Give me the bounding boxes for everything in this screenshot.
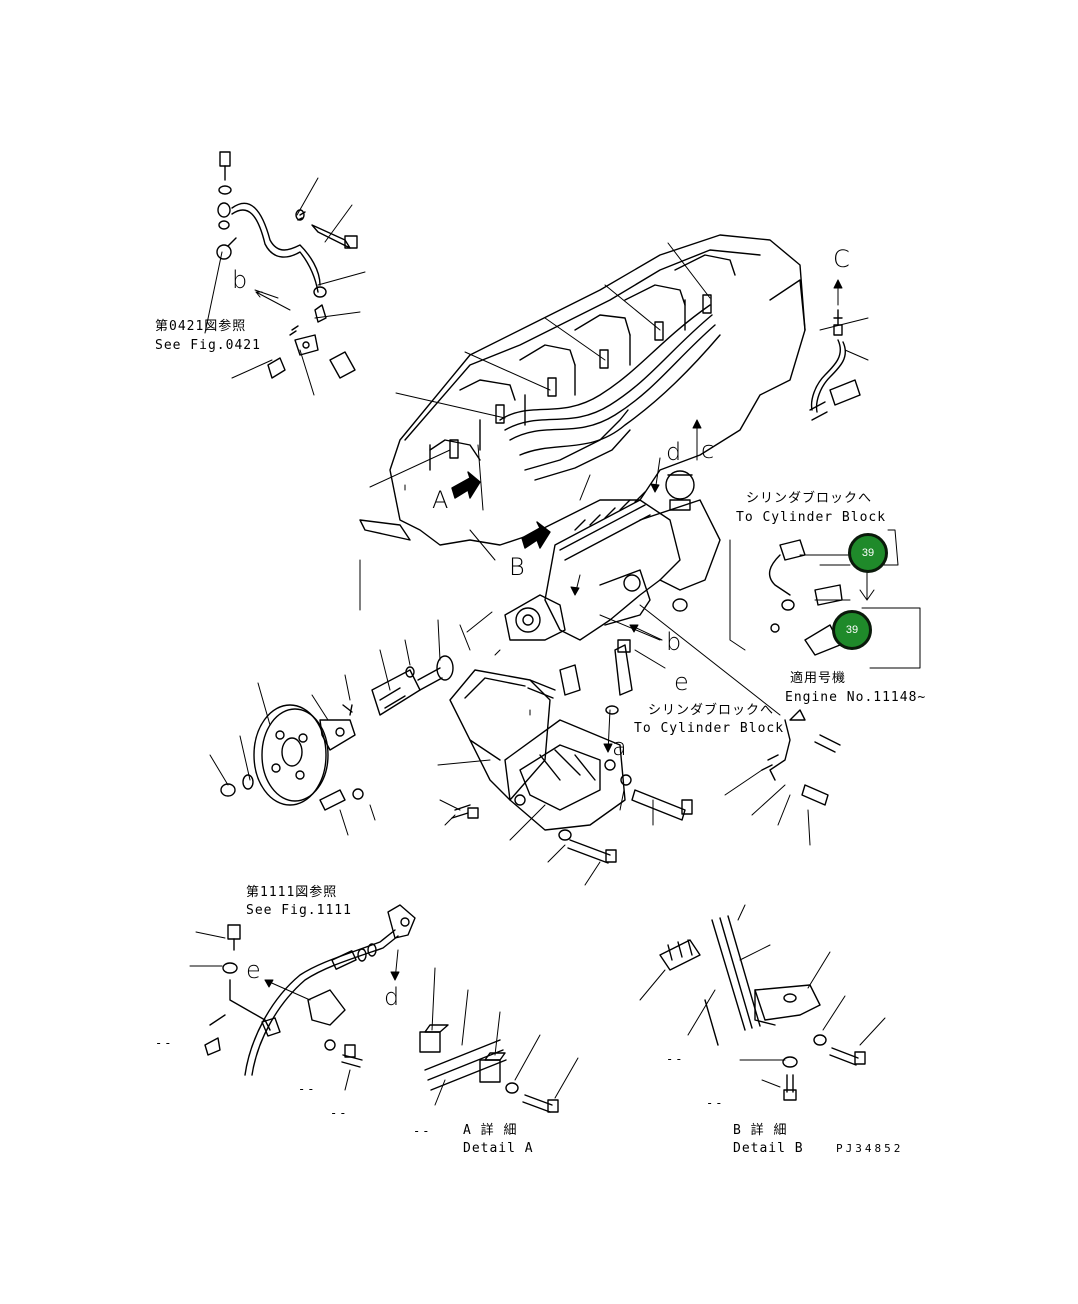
view-letter-C: C (833, 245, 850, 273)
reference-arrows (255, 279, 921, 1001)
see-fig-0421-jp: 第0421図参照 (155, 319, 247, 334)
view-letter-d-top: d (666, 438, 682, 466)
detail-leaders (189, 904, 886, 1106)
view-letter-b-center: b (666, 628, 682, 656)
to-cylinder-block-en-upper: To Cylinder Block (736, 510, 887, 525)
engine-applicability-en: Engine No.11148~ (785, 690, 927, 705)
detail-b-jp: B 詳 細 (733, 1123, 788, 1138)
to-cylinder-block-en-lower: To Cylinder Block (634, 721, 785, 736)
view-letter-d-bottom: d (384, 983, 400, 1011)
dash-mark: -- (666, 1052, 685, 1066)
leader-lines (204, 177, 869, 886)
see-fig-1111-en: See Fig.1111 (246, 903, 352, 918)
control-cable-assembly (204, 904, 416, 1076)
view-letter-A: A (432, 486, 449, 514)
injection-pump (449, 470, 721, 831)
view-letter-b-topleft: b (232, 266, 248, 294)
detail-a-parts (419, 1024, 559, 1113)
view-letter-B: B (509, 553, 525, 581)
dash-mark: -- (155, 1036, 174, 1050)
dash-mark: -- (413, 1124, 432, 1138)
pipe-assembly-top-left (216, 151, 358, 379)
view-letter-a: a (612, 733, 627, 761)
detail-b-arrow (521, 521, 551, 549)
engine-block (359, 234, 806, 546)
engine-applicability-jp: 適用号機 (790, 671, 847, 686)
detail-a-en: Detail A (463, 1141, 534, 1156)
dash-mark: -- (330, 1106, 349, 1120)
dash-mark: -- (298, 1082, 317, 1096)
see-fig-1111-jp: 第1111図参照 (246, 885, 338, 900)
drive-gear (220, 655, 454, 811)
figure-id: PJ34852 (836, 1142, 904, 1155)
see-fig-0421-en: See Fig.0421 (155, 338, 261, 353)
view-letter-e-center: e (674, 668, 689, 696)
to-cylinder-block-jp-upper: シリンダブロックへ (746, 491, 873, 506)
view-letter-c: c (701, 436, 715, 464)
to-cylinder-block-jp-lower: シリンダブロックへ (648, 703, 775, 718)
detail-b-en: Detail B (733, 1141, 804, 1156)
dash-mark: -- (706, 1096, 725, 1110)
detail-b-parts (659, 915, 866, 1101)
page-link-badge-upper[interactable]: 39 (848, 533, 888, 573)
view-letter-e-bottom: e (246, 956, 261, 984)
detail-a-jp: A 詳 細 (463, 1123, 518, 1138)
page-link-badge-lower[interactable]: 39 (832, 610, 872, 650)
fasteners-center (451, 598, 693, 864)
detail-a-arrow (451, 471, 481, 499)
